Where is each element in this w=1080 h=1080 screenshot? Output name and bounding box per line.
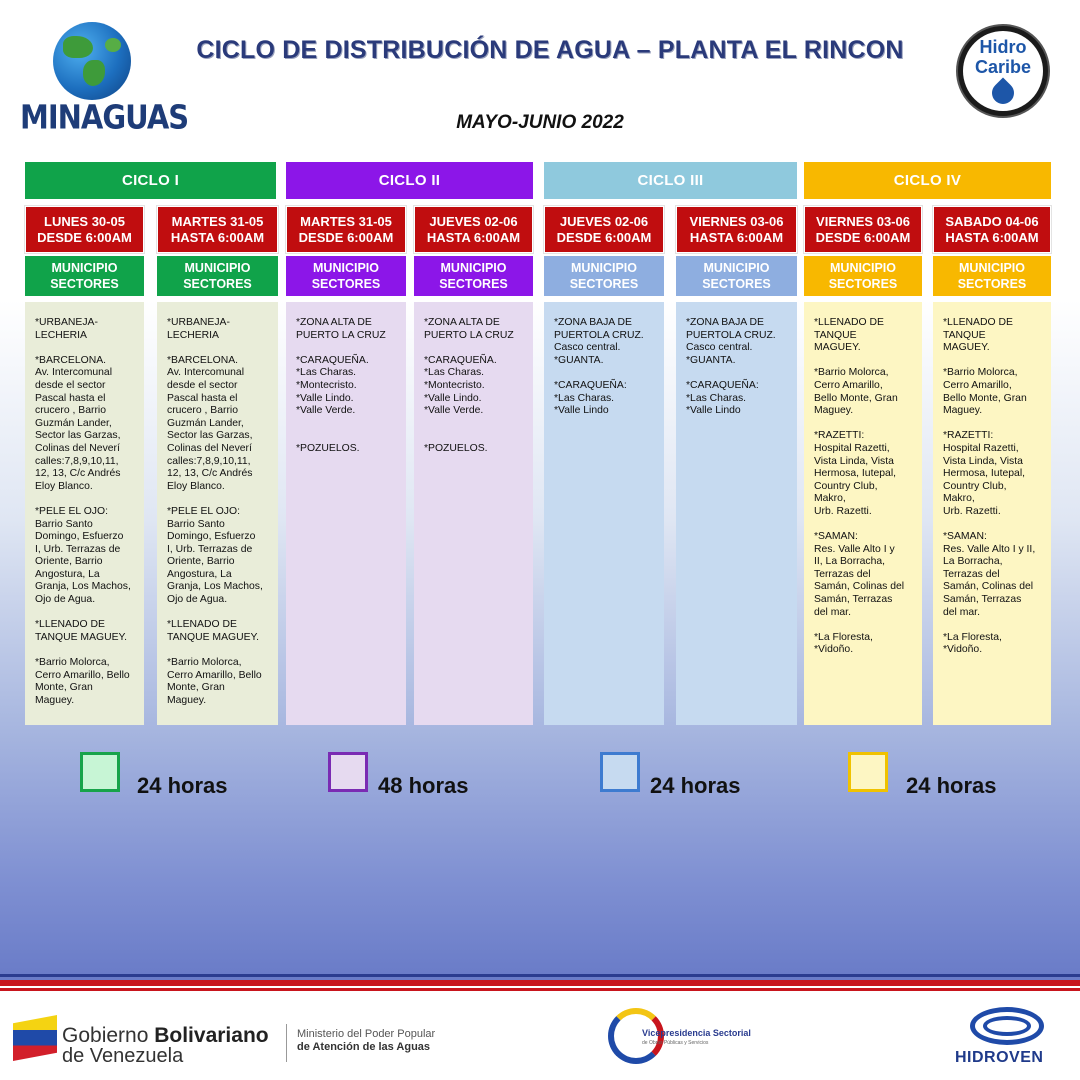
venezuela-flag-icon	[13, 1015, 57, 1061]
legend-swatch-green	[80, 752, 120, 792]
ministry-line2: de Atención de las Aguas	[297, 1041, 431, 1053]
cycle-header-3: CICLO III	[544, 162, 797, 199]
hidrocaribe-logo-line1: Hidro	[979, 37, 1027, 57]
footer-band	[0, 986, 1080, 1080]
globe-icon	[53, 22, 131, 100]
hidrocaribe-logo: Hidro Caribe	[956, 24, 1050, 118]
legend-swatch-blue	[600, 752, 640, 792]
sector-list-7: *LLENADO DE TANQUE MAGUEY. *Barrio Molor…	[804, 302, 922, 725]
cycle-header-4: CICLO IV	[804, 162, 1051, 199]
cycle-header-2: CICLO II	[286, 162, 533, 199]
sector-list-2: *URBANEJA- LECHERIA *BARCELONA. Av. Inte…	[157, 302, 278, 725]
legend-label-4: 24 horas	[906, 773, 997, 798]
gobierno-line2: de Venezuela	[62, 1045, 184, 1067]
gobierno-line1: Gobierno Bolivariano	[62, 1024, 269, 1047]
sector-list-3: *ZONA ALTA DE PUERTO LA CRUZ *CARAQUEÑA.…	[286, 302, 406, 725]
legend-label-2: 48 horas	[378, 773, 469, 798]
page-subtitle: MAYO-JUNIO 2022	[456, 112, 624, 133]
sector-list-6: *ZONA BAJA DE PUERTOLA CRUZ. Casco centr…	[676, 302, 797, 725]
vicepresidencia-text: Vicepresidencia Sectorial	[642, 1028, 751, 1038]
minaguas-logo-text: MINAGUAS	[20, 97, 189, 137]
footer-divider	[286, 1024, 287, 1062]
legend-swatch-purple	[328, 752, 368, 792]
footer-red-line-thin	[0, 988, 1080, 991]
sector-list-4: *ZONA ALTA DE PUERTO LA CRUZ *CARAQUEÑA.…	[414, 302, 533, 725]
footer-red-line	[0, 980, 1080, 986]
sector-list-5: *ZONA BAJA DE PUERTOLA CRUZ. Casco centr…	[544, 302, 664, 725]
legend-swatch-yellow	[848, 752, 888, 792]
ministry-line1: Ministerio del Poder Popular	[297, 1028, 436, 1040]
page-title: CICLO DE DISTRIBUCIÓN DE AGUA – PLANTA E…	[196, 36, 904, 64]
vicepresidencia-logo	[608, 1008, 664, 1064]
legend-label-1: 24 horas	[137, 773, 228, 798]
hidrocaribe-logo-line2: Caribe	[974, 57, 1032, 77]
minaguas-logo: MINAGUAS	[20, 22, 189, 142]
hidroven-text: HIDROVEN	[955, 1049, 1044, 1066]
sector-list-1: *URBANEJA- LECHERIA *BARCELONA. Av. Inte…	[25, 302, 144, 725]
sector-list-8: *LLENADO DE TANQUE MAGUEY. *Barrio Molor…	[933, 302, 1051, 725]
footer-blue-line	[0, 974, 1080, 977]
hidroven-logo	[970, 1007, 1044, 1045]
legend-label-3: 24 horas	[650, 773, 741, 798]
cycle-header-1: CICLO I	[25, 162, 276, 199]
vicepresidencia-subtext: de Obras Públicas y Servicios	[642, 1040, 709, 1046]
